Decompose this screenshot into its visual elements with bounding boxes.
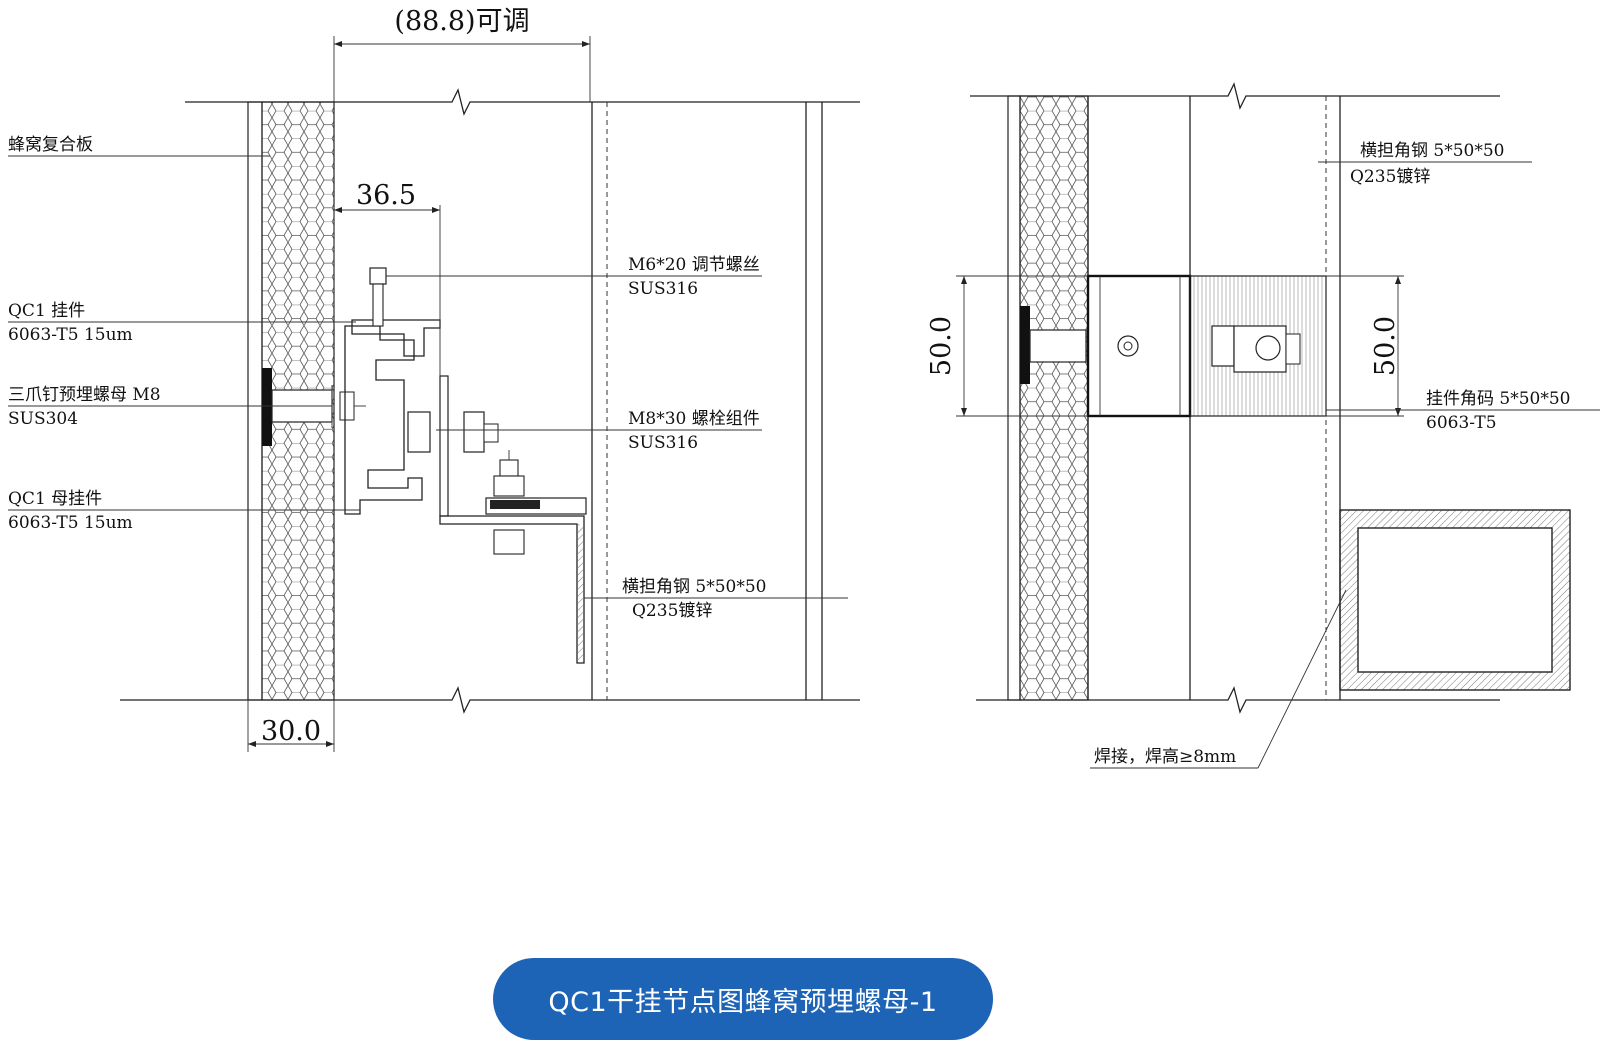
label-qc1-hanger: QC1 挂件	[8, 301, 85, 321]
right-honeycomb-core	[1019, 95, 1089, 701]
panel-skin-outer	[247, 101, 263, 701]
adjust-screw-head	[369, 267, 387, 285]
label-right-angle-steel-spec: Q235镀锌	[1350, 167, 1430, 187]
leader-weld	[1090, 589, 1347, 769]
caption-badge: QC1干挂节点图蜂窝预埋螺母-1	[493, 958, 993, 1040]
right-nut-body	[1029, 329, 1087, 363]
right-panel-skin	[1007, 95, 1021, 701]
right-bottom-break-line	[976, 686, 1500, 714]
label-bolt-set: M8*30 螺栓组件	[628, 409, 760, 429]
label-adjust-screw: M6*20 调节螺丝	[628, 255, 760, 275]
label-nut-spec: SUS304	[8, 409, 78, 429]
dim-offset: 36.5	[356, 180, 416, 211]
right-plan-view: 50.0 50.0 横担角钢 5*50*50 Q235镀锌 挂件角码 5*50*…	[926, 82, 1600, 769]
label-female-hanger-spec: 6063-T5 15um	[8, 513, 133, 533]
label-weld: 焊接，焊高≥8mm	[1094, 747, 1236, 767]
angle-steel-section	[439, 515, 585, 664]
angle-plate-vertical	[439, 375, 449, 517]
dim-bottom: 30.0	[261, 716, 321, 747]
dim-height-left: 50.0	[926, 316, 957, 376]
label-bolt-set-spec: SUS316	[628, 433, 698, 453]
adjust-screw-shank	[372, 283, 384, 327]
left-section-view: (88.8)可调 36.5 30.0 蜂窝复合板 QC1 挂件 6063-T5 …	[8, 6, 860, 752]
left-top-break-line	[185, 88, 860, 116]
hanger-block	[1086, 274, 1192, 418]
label-hanger-code-spec: 6063-T5	[1426, 413, 1497, 433]
bolt-nut-right	[463, 411, 485, 453]
label-qc1-hanger-spec: 6063-T5 15um	[8, 325, 133, 345]
label-nut: 三爪钉预埋螺母 M8	[8, 385, 161, 405]
label-hanger-code: 挂件角码 5*50*50	[1426, 389, 1570, 409]
nut-washer	[339, 391, 355, 421]
vertical-bolt-nut-bottom	[493, 529, 525, 555]
label-adjust-screw-spec: SUS316	[628, 279, 698, 299]
label-right-angle-steel: 横担角钢 5*50*50	[1360, 141, 1504, 161]
right-nut-flange	[1020, 306, 1030, 384]
dim-top-adjust: (88.8)可调	[394, 6, 529, 37]
label-angle-steel: 横担角钢 5*50*50	[622, 577, 766, 597]
label-angle-steel-spec: Q235镀锌	[632, 601, 712, 621]
right-top-break-line	[970, 82, 1500, 110]
dim-height-right: 50.0	[1370, 316, 1401, 376]
embedded-nut-flange	[262, 368, 272, 446]
serration	[490, 500, 540, 509]
female-hanger-profile	[344, 325, 423, 515]
label-panel: 蜂窝复合板	[8, 135, 93, 155]
vertical-bolt-nut-top	[499, 459, 519, 477]
label-female-hanger: QC1 母挂件	[8, 489, 102, 509]
left-bottom-break-line	[120, 686, 860, 714]
bolt-nut-left	[407, 411, 431, 453]
